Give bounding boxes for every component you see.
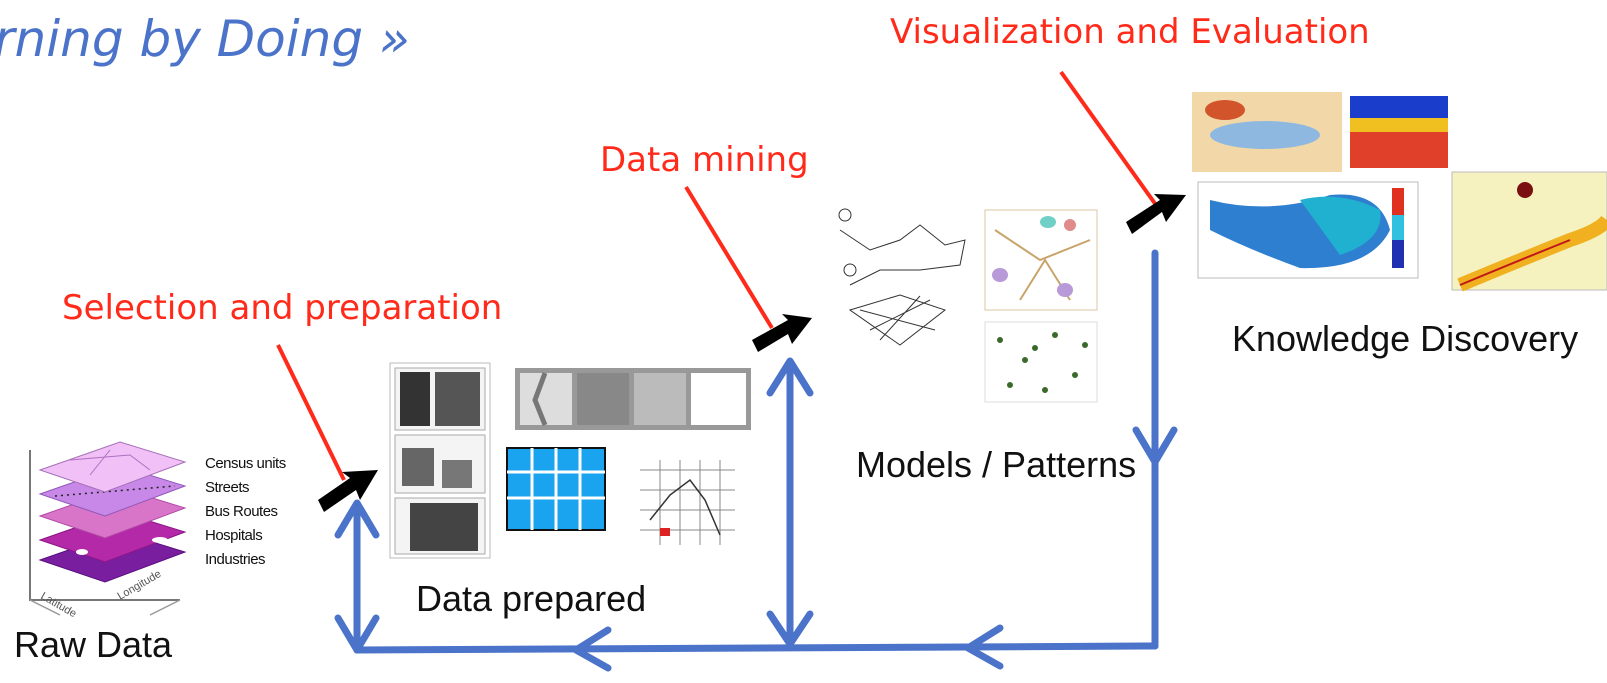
red-pointer-lines bbox=[276, 70, 1158, 481]
raw-data-caption: Raw Data bbox=[14, 624, 173, 665]
step-mining-label: Data mining bbox=[600, 140, 809, 180]
layer-label: Hospitals bbox=[205, 527, 263, 544]
layer-label: Census units bbox=[205, 455, 286, 472]
step-visualization-label: Visualization and Evaluation bbox=[890, 12, 1370, 52]
layer-label: Industries bbox=[205, 551, 266, 568]
layer-label: Bus Routes bbox=[205, 503, 278, 520]
data-prepared-graphic bbox=[389, 362, 751, 559]
layer-label: Streets bbox=[205, 479, 250, 496]
black-step-arrows bbox=[318, 194, 1186, 512]
raw-data-layers-graphic: Latitude Longitude bbox=[29, 441, 187, 620]
knowledge-discovery-graphic bbox=[1192, 92, 1607, 292]
page-title: rning by Doing » bbox=[0, 10, 410, 68]
blue-flow-arrows bbox=[334, 249, 1178, 672]
models-patterns-caption: Models / Patterns bbox=[856, 444, 1137, 485]
knowledge-discovery-caption: Knowledge Discovery bbox=[1232, 318, 1579, 359]
models-patterns-graphic bbox=[838, 208, 1098, 403]
svg-text:Latitude: Latitude bbox=[39, 590, 79, 620]
step-selection-label: Selection and preparation bbox=[62, 288, 503, 328]
data-prepared-caption: Data prepared bbox=[416, 578, 647, 619]
